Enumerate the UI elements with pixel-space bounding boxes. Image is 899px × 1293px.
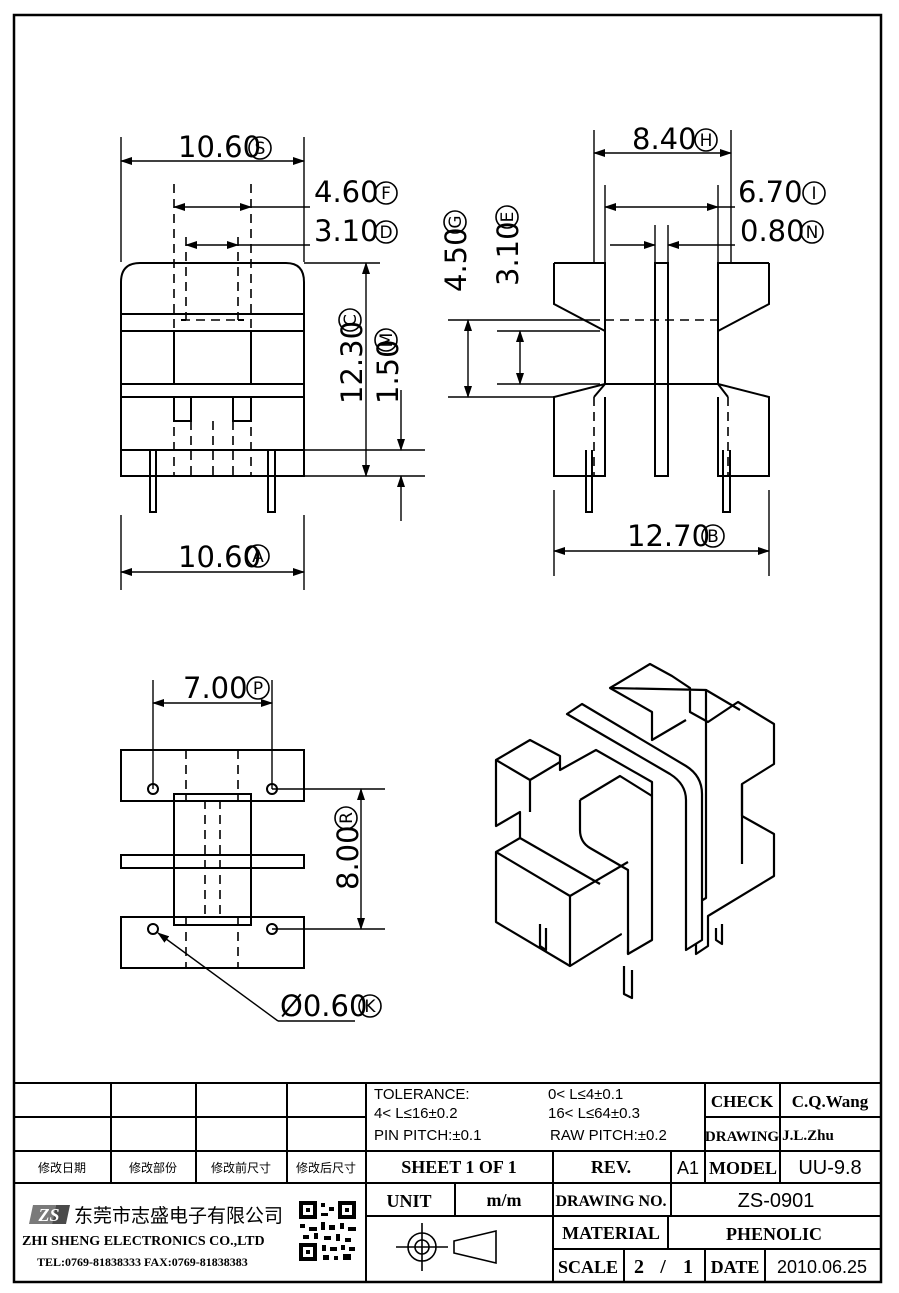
company-logo: ZS bbox=[29, 1205, 70, 1225]
dim-m-value: 1.50 bbox=[371, 339, 405, 404]
tag-m: M bbox=[377, 333, 397, 348]
bottom-view bbox=[120, 749, 305, 969]
date-value: 2010.06.25 bbox=[777, 1257, 867, 1277]
dim-a-value: 10.60 bbox=[178, 540, 261, 574]
title-block-lines bbox=[14, 1082, 881, 1282]
dim-e-value: 3.10 bbox=[491, 221, 525, 286]
dimension-tags bbox=[246, 128, 826, 1018]
side-view-dimension-lines bbox=[448, 130, 770, 576]
material-label: MATERIAL bbox=[562, 1223, 660, 1243]
tolerance-2: 4< L≤16±0.2 bbox=[374, 1105, 458, 1122]
scale-numerator: 2 bbox=[634, 1256, 644, 1278]
check-value: C.Q.Wang bbox=[792, 1092, 869, 1111]
tag-s: S bbox=[255, 139, 266, 159]
dim-r-value: 8.00 bbox=[331, 825, 365, 890]
dimension-tag-letters: S F D A H I N B P K C M G E R bbox=[252, 131, 818, 1017]
tag-b: B bbox=[707, 527, 719, 547]
tolerance-1: 0< L≤4±0.1 bbox=[548, 1086, 623, 1103]
tag-d: D bbox=[379, 223, 392, 243]
rev-header-after: 修改后尺寸 bbox=[296, 1160, 356, 1175]
drawing-no-label: DRAWING NO. bbox=[555, 1193, 666, 1210]
company-name-cn: 东莞市志盛电子有限公司 bbox=[74, 1205, 283, 1227]
unit-value: m/m bbox=[487, 1190, 522, 1210]
tag-i: I bbox=[811, 184, 816, 204]
dim-f-value: 4.60 bbox=[314, 175, 379, 209]
logo-text: ZS bbox=[37, 1205, 59, 1225]
material-value: PHENOLIC bbox=[726, 1224, 822, 1244]
tag-p: P bbox=[253, 679, 263, 699]
tag-n: N bbox=[806, 223, 819, 243]
qr-code bbox=[299, 1201, 356, 1261]
dim-p-value: 7.00 bbox=[183, 671, 248, 705]
title-block-text: TOLERANCE: 0< L≤4±0.1 4< L≤16±0.2 16< L≤… bbox=[22, 1086, 869, 1278]
dim-d-value: 3.10 bbox=[314, 214, 379, 248]
check-label: CHECK bbox=[711, 1092, 774, 1111]
scale-denominator: 1 bbox=[683, 1256, 693, 1278]
rev-label: REV. bbox=[591, 1157, 631, 1177]
isometric-view bbox=[494, 662, 776, 1000]
rev-header-before: 修改前尺寸 bbox=[211, 1160, 271, 1175]
scale-label: SCALE bbox=[558, 1257, 618, 1277]
rev-value: A1 bbox=[677, 1158, 699, 1178]
rev-header-date: 修改日期 bbox=[38, 1160, 86, 1175]
dim-h-value: 8.40 bbox=[632, 122, 697, 156]
dimension-labels: 10.60 4.60 3.10 10.60 8.40 6.70 0.80 12.… bbox=[178, 122, 805, 1023]
dim-b-value: 12.70 bbox=[627, 519, 710, 553]
bottom-view-dimension-lines bbox=[152, 680, 385, 1022]
scale-separator: / bbox=[659, 1256, 666, 1278]
dim-n-value: 0.80 bbox=[740, 214, 805, 248]
front-view-dimension-lines bbox=[120, 137, 425, 590]
tolerance-3: 16< L≤64±0.3 bbox=[548, 1105, 640, 1122]
tag-r: R bbox=[337, 812, 357, 824]
drawing-no-value: ZS-0901 bbox=[738, 1190, 815, 1212]
tag-g: G bbox=[446, 215, 466, 228]
rev-header-part: 修改部份 bbox=[129, 1160, 177, 1175]
tolerance-label: TOLERANCE: bbox=[374, 1086, 470, 1103]
front-view bbox=[120, 184, 305, 513]
projection-symbol-icon bbox=[396, 1223, 497, 1271]
drawing-label: DRAWING bbox=[705, 1129, 780, 1145]
tag-e: E bbox=[498, 212, 518, 223]
unit-label: UNIT bbox=[386, 1191, 431, 1211]
tag-k: K bbox=[364, 997, 376, 1017]
raw-pitch: RAW PITCH:±0.2 bbox=[550, 1127, 667, 1144]
sheet-count: SHEET 1 OF 1 bbox=[401, 1157, 517, 1177]
pin-pitch: PIN PITCH:±0.1 bbox=[374, 1127, 481, 1144]
dim-g-value: 4.50 bbox=[439, 227, 473, 292]
dim-s-value: 10.60 bbox=[178, 130, 261, 164]
sheet-border bbox=[12, 13, 883, 1284]
tag-c: C bbox=[341, 314, 361, 326]
tag-h: H bbox=[700, 131, 713, 151]
company-name-en: ZHI SHENG ELECTRONICS CO.,LTD bbox=[22, 1234, 265, 1249]
tag-a: A bbox=[252, 547, 264, 567]
tag-f: F bbox=[381, 184, 391, 204]
dim-c-value: 12.30 bbox=[335, 321, 369, 404]
drawing-value: J.L.Zhu bbox=[782, 1128, 834, 1144]
model-label: MODEL bbox=[709, 1158, 777, 1178]
vertical-dimension-labels: 12.30 1.50 4.50 3.10 8.00 bbox=[331, 221, 525, 890]
dim-i-value: 6.70 bbox=[738, 175, 803, 209]
dim-k-value: Ø0.60 bbox=[280, 989, 367, 1023]
company-contact: TEL:0769-81838333 FAX:0769-81838383 bbox=[37, 1255, 248, 1269]
date-label: DATE bbox=[711, 1257, 760, 1277]
model-value: UU-9.8 bbox=[798, 1157, 861, 1179]
